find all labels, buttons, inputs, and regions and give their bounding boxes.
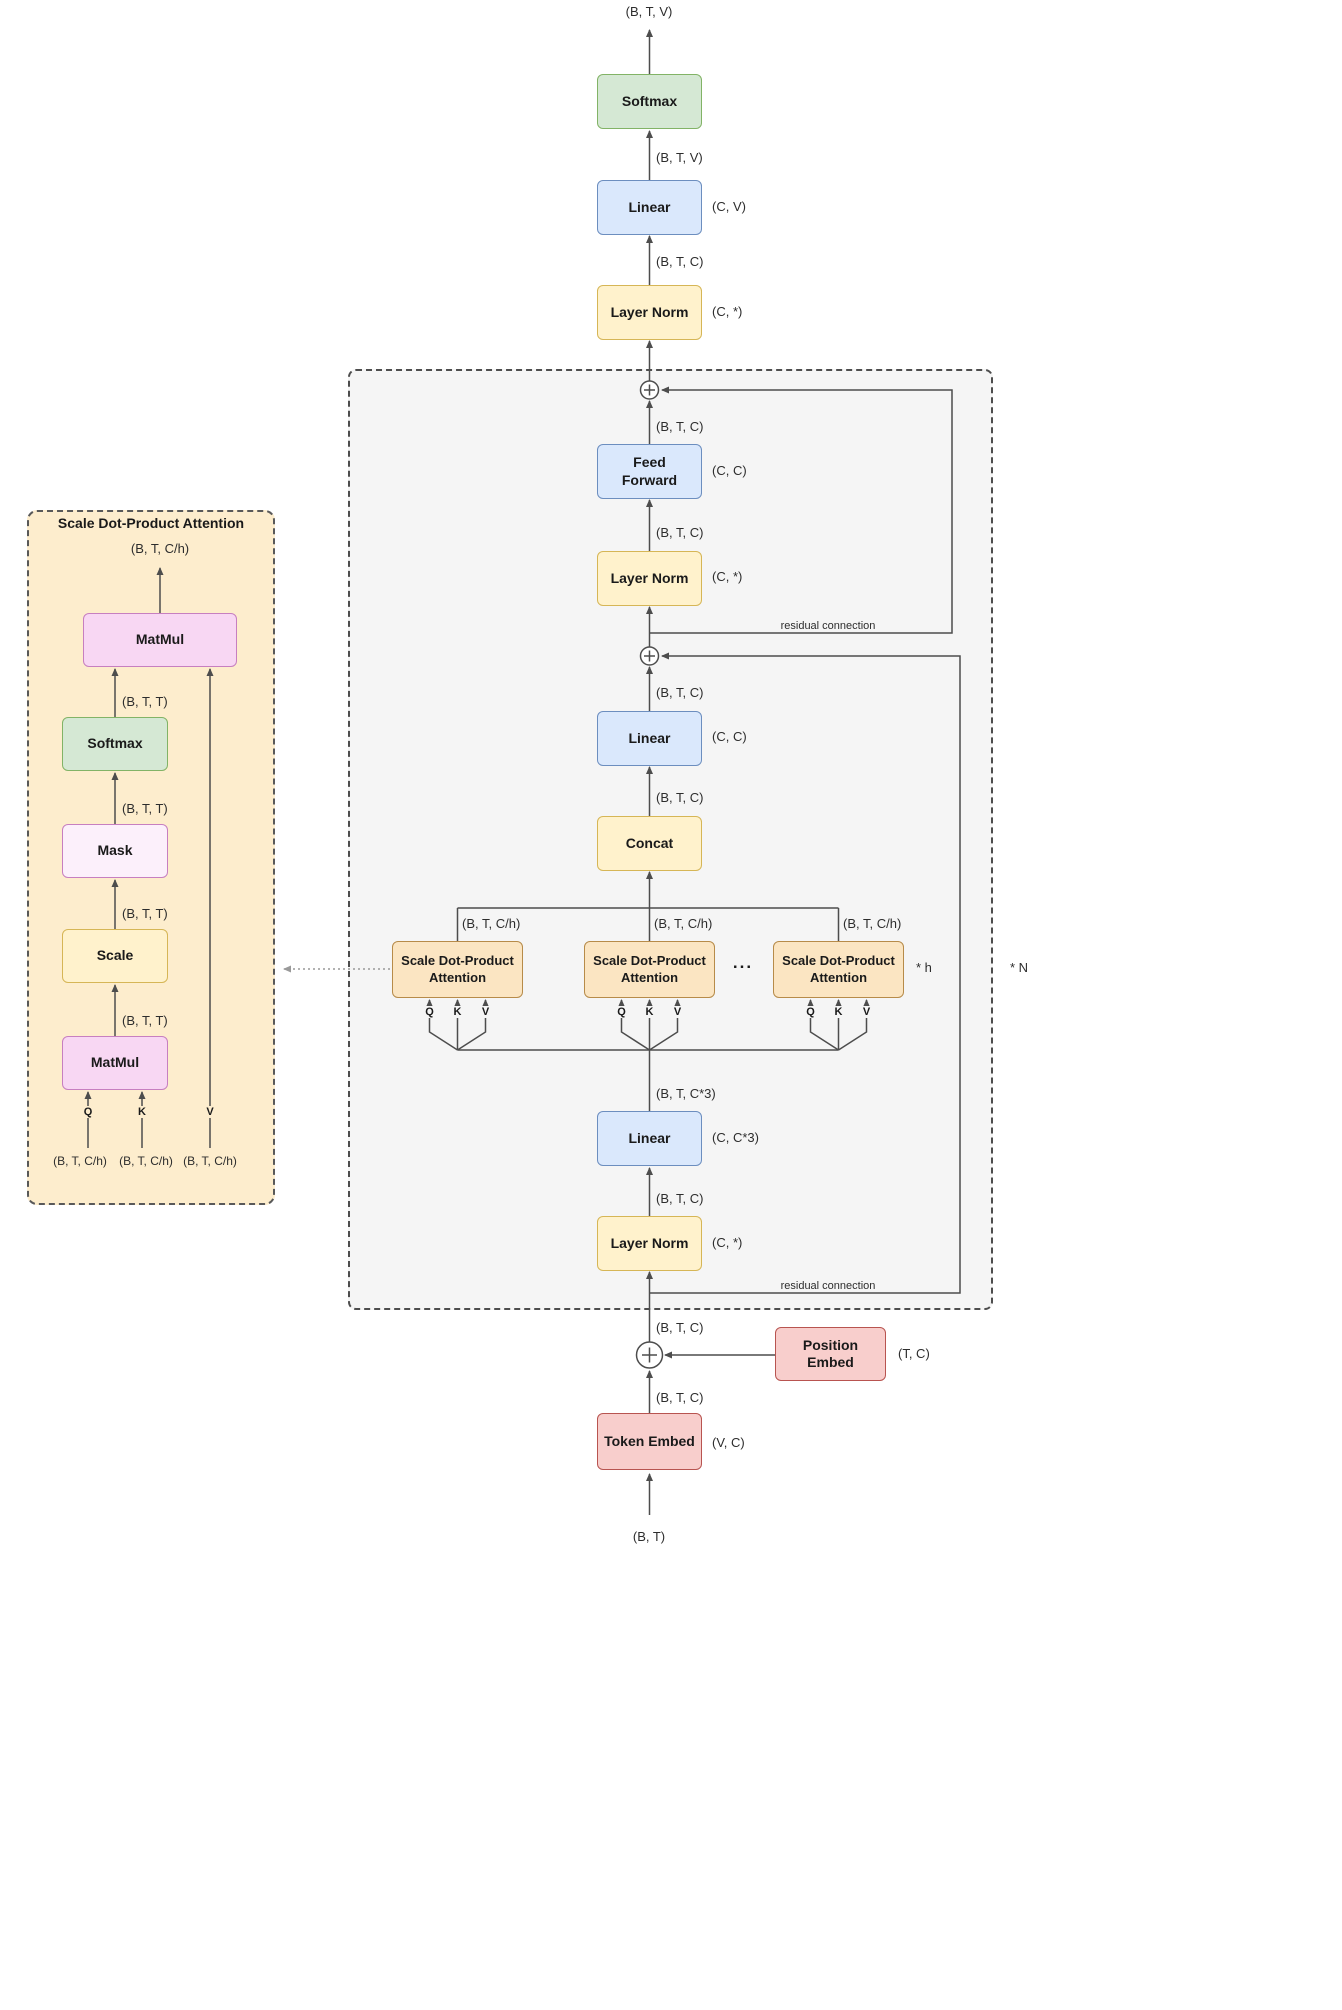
weight-label-cc-1: (C, C) <box>712 463 747 478</box>
linear-qkv-node: Linear <box>597 1111 702 1166</box>
weight-label-cstar-1: (C, *) <box>712 304 743 319</box>
add-junction-embed <box>635 1341 664 1369</box>
v-port-label-1: V <box>479 1006 492 1018</box>
k-port-label-2: K <box>643 1006 656 1018</box>
residual-label-upper: residual connection <box>780 620 876 632</box>
shape-label-btch-2: (B, T, C/h) <box>654 916 713 931</box>
weight-label-cc3: (C, C*3) <box>712 1130 759 1145</box>
q-port-label-3: Q <box>804 1006 817 1018</box>
shape-label-btv: (B, T, V) <box>656 150 703 165</box>
shape-label-btch-1: (B, T, C/h) <box>462 916 521 931</box>
times-n-label: * N <box>1010 960 1029 975</box>
shape-label-btc-3: (B, T, C) <box>656 525 704 540</box>
shape-label-btt-2: (B, T, T) <box>122 801 168 816</box>
shape-label-input: (B, T) <box>632 1529 666 1544</box>
shape-label-k-input: (B, T, C/h) <box>119 1154 173 1168</box>
layer-norm-ff-node: Layer Norm <box>597 551 702 606</box>
q-port-label-2: Q <box>615 1006 628 1018</box>
shape-label-btc-5: (B, T, C) <box>656 790 704 805</box>
q-port-label-panel: Q <box>81 1106 95 1118</box>
shape-label-btc-1: (B, T, C) <box>656 254 704 269</box>
position-embed-node: Position Embed <box>775 1327 886 1381</box>
softmax-output-node: Softmax <box>597 74 702 129</box>
weight-label-tc: (T, C) <box>898 1346 930 1361</box>
shape-label-btt-1: (B, T, T) <box>122 694 168 709</box>
shape-label-btc-2: (B, T, C) <box>656 419 704 434</box>
matmul-output-node: MatMul <box>83 613 237 667</box>
times-h-label: * h <box>916 960 932 975</box>
weight-label-vc: (V, C) <box>712 1435 745 1450</box>
shape-label-btch-3: (B, T, C/h) <box>843 916 902 931</box>
attention-head-node-h: Scale Dot-Product Attention <box>773 941 904 998</box>
v-port-label-2: V <box>671 1006 684 1018</box>
shape-label-final-output: (B, T, V) <box>625 4 673 19</box>
shape-label-panel-output: (B, T, C/h) <box>130 541 190 556</box>
shape-label-q-input: (B, T, C/h) <box>53 1154 107 1168</box>
shape-label-btc-4: (B, T, C) <box>656 685 704 700</box>
attention-head-node-2: Scale Dot-Product Attention <box>584 941 715 998</box>
weight-label-cstar-2: (C, *) <box>712 569 743 584</box>
heads-ellipsis: ... <box>732 953 754 972</box>
attention-head-node-1: Scale Dot-Product Attention <box>392 941 523 998</box>
shape-label-btc-6: (B, T, C) <box>656 1191 704 1206</box>
weight-label-cstar-3: (C, *) <box>712 1235 743 1250</box>
feed-forward-node: Feed Forward <box>597 444 702 499</box>
q-port-label-1: Q <box>423 1006 436 1018</box>
token-embed-node: Token Embed <box>597 1413 702 1470</box>
linear-proj-node: Linear <box>597 711 702 766</box>
k-port-label-3: K <box>832 1006 845 1018</box>
mask-node: Mask <box>62 824 168 878</box>
weight-label-cv: (C, V) <box>712 199 746 214</box>
v-port-label-3: V <box>860 1006 873 1018</box>
k-port-label-1: K <box>451 1006 464 1018</box>
residual-label-lower: residual connection <box>780 1280 876 1292</box>
concat-node: Concat <box>597 816 702 871</box>
shape-label-btt-3: (B, T, T) <box>122 906 168 921</box>
matmul-qk-node: MatMul <box>62 1036 168 1090</box>
layer-norm-final-node: Layer Norm <box>597 285 702 340</box>
k-port-label-panel: K <box>136 1106 148 1118</box>
shape-label-btc-7: (B, T, C) <box>656 1320 704 1335</box>
softmax-attn-node: Softmax <box>62 717 168 771</box>
v-port-label-panel: V <box>204 1106 216 1118</box>
shape-label-btc-8: (B, T, C) <box>656 1390 704 1405</box>
shape-label-btc3: (B, T, C*3) <box>656 1086 716 1101</box>
scale-node: Scale <box>62 929 168 983</box>
attention-panel-title: Scale Dot-Product Attention <box>57 515 245 531</box>
weight-label-cc-2: (C, C) <box>712 729 747 744</box>
layer-norm-input-node: Layer Norm <box>597 1216 702 1271</box>
linear-output-node: Linear <box>597 180 702 235</box>
shape-label-v-input: (B, T, C/h) <box>183 1154 237 1168</box>
shape-label-btt-4: (B, T, T) <box>122 1013 168 1028</box>
